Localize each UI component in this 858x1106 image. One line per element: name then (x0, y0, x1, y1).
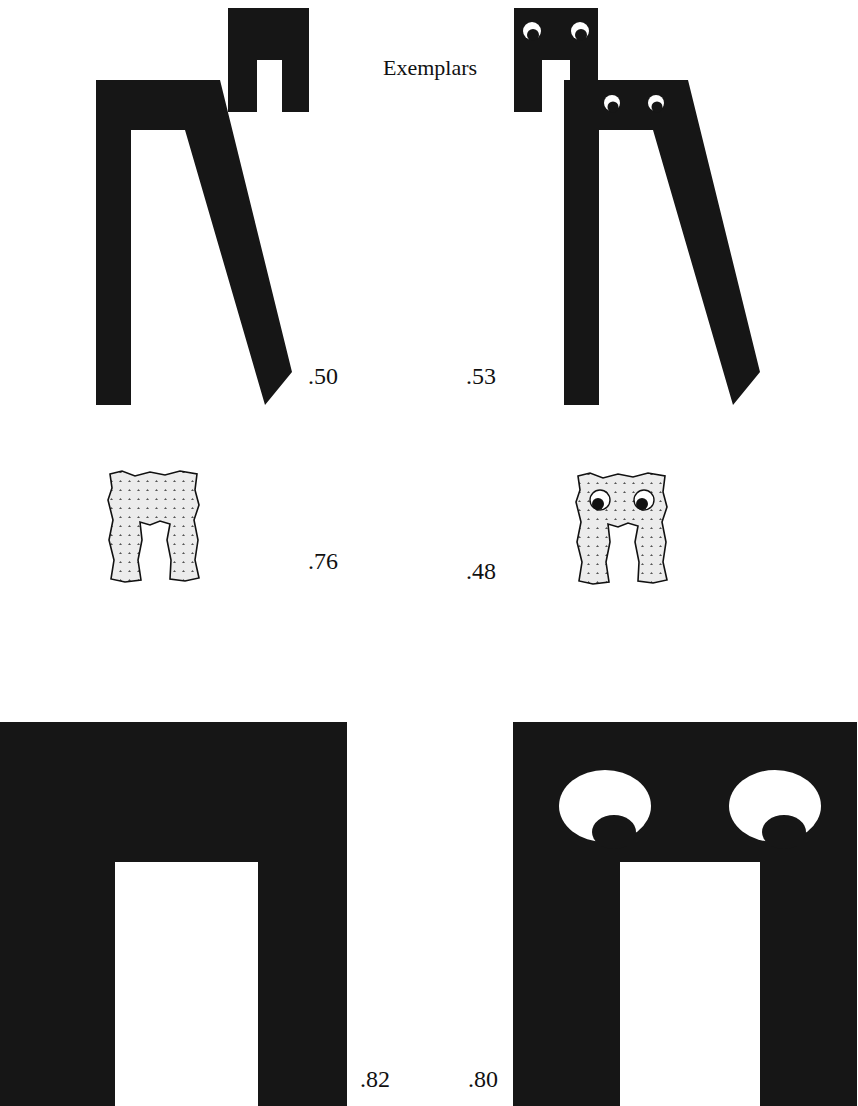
similarity-score: .82 (360, 1066, 390, 1092)
similarity-score: .76 (308, 548, 338, 574)
large-arch (0, 722, 347, 1106)
large-arch-eyes (513, 722, 857, 1106)
similarity-score: .48 (466, 558, 496, 584)
figure-heading: Exemplars (383, 56, 477, 80)
textured-arch (108, 471, 199, 582)
bent-arch (96, 80, 292, 405)
similarity-score: .80 (468, 1066, 498, 1092)
exemplar-arch (228, 8, 309, 112)
similarity-score: .50 (308, 363, 338, 389)
textured-arch-eyes (576, 473, 667, 584)
similarity-score: .53 (466, 363, 496, 389)
bent-arch-eyes (564, 80, 760, 405)
